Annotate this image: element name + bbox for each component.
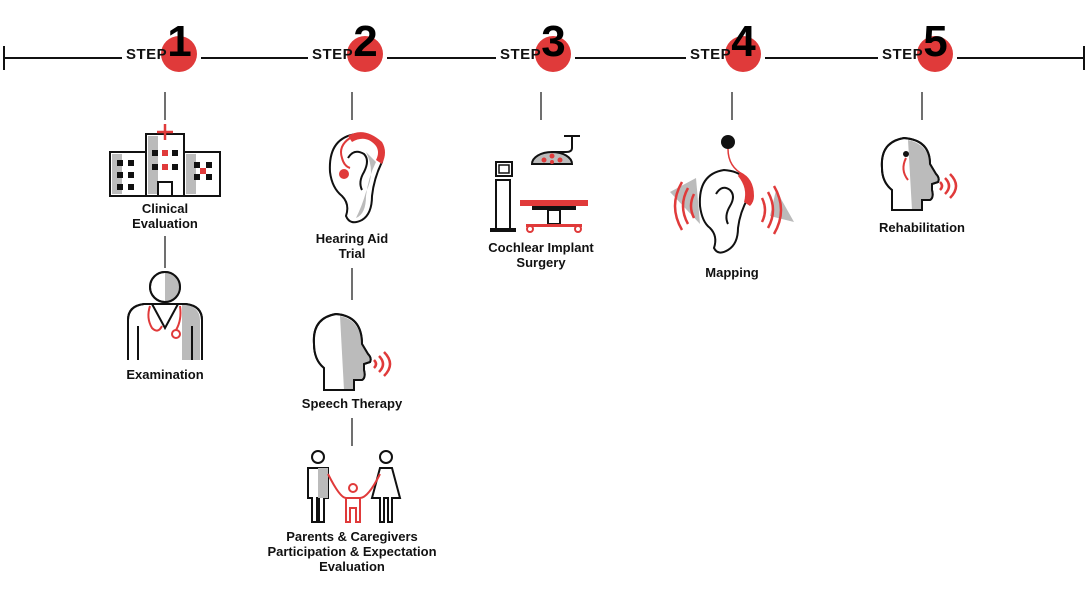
step-4-marker bbox=[725, 36, 762, 72]
step-5-label: STEP 5 bbox=[878, 20, 958, 72]
step-4-label: STEP 4 bbox=[686, 20, 766, 72]
ear-hearing-aid-icon bbox=[328, 132, 385, 224]
surgery-table-icon bbox=[490, 135, 588, 233]
step-1-marker bbox=[161, 36, 198, 72]
hospital-icon bbox=[109, 124, 221, 197]
step-3-number: 3 bbox=[541, 17, 566, 66]
step-3-label: STEP 3 bbox=[496, 20, 576, 72]
step-2-label: STEP 2 bbox=[308, 20, 388, 72]
parents-child-icon bbox=[307, 450, 402, 523]
cochlear-implant-surgery-caption: Cochlear Implant Surgery bbox=[488, 240, 594, 270]
mapping-ear-icon bbox=[670, 135, 794, 254]
step-2-marker bbox=[347, 36, 384, 72]
mapping-caption: Mapping bbox=[705, 265, 759, 280]
examination-caption: Examination bbox=[126, 367, 204, 382]
speech-therapy-caption: Speech Therapy bbox=[301, 396, 403, 411]
hearing-aid-trial-caption: Hearing Aid Trial bbox=[315, 231, 389, 261]
step-5-marker bbox=[917, 36, 954, 72]
doctor-icon bbox=[127, 271, 203, 360]
step-2-number: 2 bbox=[353, 17, 378, 66]
step-1-number: 1 bbox=[167, 17, 192, 66]
clinical-evaluation-caption: Clinical Evaluation bbox=[132, 201, 198, 231]
rehabilitation-caption: Rehabilitation bbox=[879, 220, 965, 235]
rehabilitation-head-icon bbox=[880, 136, 958, 211]
step-4-number: 4 bbox=[731, 17, 756, 66]
step-3-marker bbox=[535, 36, 572, 72]
step-5-number: 5 bbox=[923, 17, 948, 66]
step-1-label: STEP 1 bbox=[122, 20, 202, 72]
parents-caregivers-caption: Parents & Caregivers Participation & Exp… bbox=[267, 529, 437, 574]
speech-therapy-head-icon bbox=[312, 312, 392, 391]
